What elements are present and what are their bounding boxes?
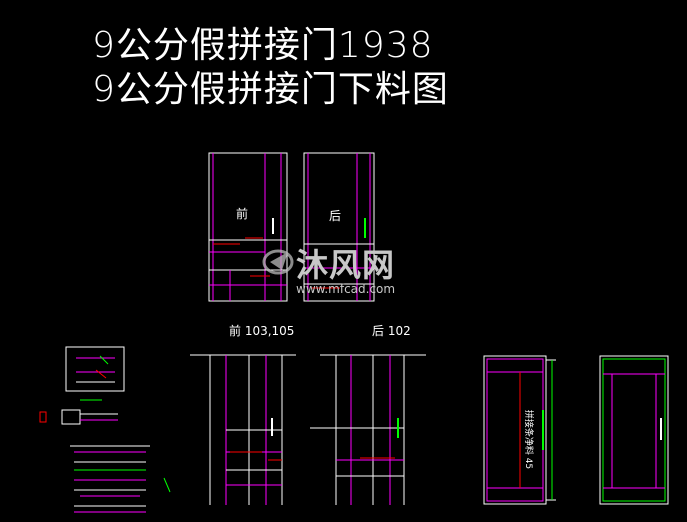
back-label: 后 — [329, 209, 342, 223]
watermark-url: www.mfcad.com — [296, 282, 396, 296]
front-door-panel — [208, 152, 288, 302]
detail-drawings — [39, 346, 171, 513]
drawing-subtitle: 9公分假拼接门下料图 — [92, 69, 449, 110]
watermark: 沐风网 www.mfcad.com — [262, 240, 395, 296]
side-panel-with-strip — [483, 355, 556, 505]
end-panel — [599, 355, 669, 505]
watermark-logo-icon — [262, 249, 294, 275]
back-door-panel — [303, 152, 375, 302]
front-parts-label: 前 103,105 — [229, 324, 295, 338]
back-parts-label: 后 102 — [372, 324, 411, 338]
back-parts-strip — [310, 354, 426, 505]
strip-note: 拼接条净料 45 — [523, 409, 534, 470]
watermark-name: 沐风网 — [296, 246, 396, 284]
drawing-title: 9公分假拼接门1938 — [92, 25, 434, 66]
front-parts-strip — [190, 354, 296, 505]
front-label: 前 — [236, 207, 249, 221]
